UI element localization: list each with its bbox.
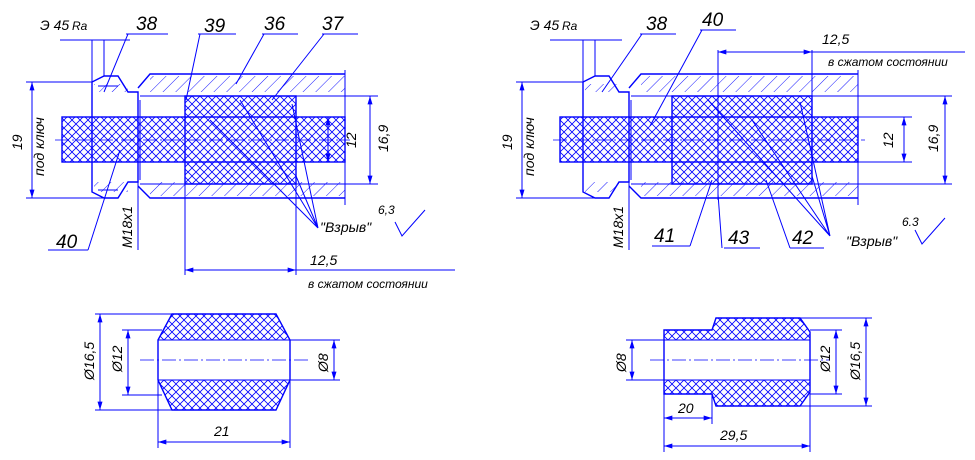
right-sleeve-top	[672, 96, 812, 117]
left-detail-length: 21	[213, 423, 230, 439]
right-chamfer-label: Э 45	[530, 17, 559, 33]
left-chamfer-label: Э 45	[40, 17, 69, 33]
right-detail-dia-mid: Ø12	[817, 345, 833, 373]
right-leader-explosion	[707, 99, 831, 237]
right-chamfer-symbol: Ra	[562, 19, 578, 33]
left-rod-40	[62, 117, 345, 162]
right-callout-43: 43	[728, 228, 750, 249]
left-nut-hatch-bottom	[94, 182, 128, 192]
left-roughness-mark	[394, 209, 426, 237]
right-detail-top-section	[664, 318, 810, 340]
right-detail-length: 29,5	[719, 427, 747, 443]
right-leader-38	[601, 33, 676, 93]
left-dim-12-5-text: 12,5	[310, 252, 337, 268]
left-dim-19-note: под ключ	[31, 117, 47, 176]
left-roughness-text: 6,3	[378, 203, 395, 217]
right-detail-step-length: 20	[677, 400, 694, 416]
leader-36	[235, 33, 298, 85]
left-callout-38: 38	[136, 14, 158, 35]
leader-40	[48, 149, 121, 251]
right-detail-dia-inner: Ø8	[613, 353, 629, 373]
left-detail-dia-mid: Ø12	[109, 345, 125, 373]
right-callout-41: 41	[654, 226, 675, 247]
right-leader-42	[765, 179, 824, 249]
right-dim-19-text: 19	[499, 134, 515, 150]
left-detail-dia-outer: Ø16,5	[81, 342, 97, 381]
right-body	[628, 73, 858, 199]
left-assembly-view	[26, 33, 455, 275]
right-dim-16-9-text: 16,9	[925, 125, 941, 152]
left-dim-16-9-text: 16,9	[375, 125, 391, 152]
right-detail-dia-outer: Ø16,5	[847, 342, 863, 381]
right-callout-42: 42	[792, 228, 814, 249]
right-callout-40: 40	[702, 10, 724, 31]
left-detail-bottom-section	[158, 380, 290, 410]
left-callout-39: 39	[204, 16, 226, 37]
right-detail-part	[626, 317, 872, 452]
right-roughness-text: 6.3	[902, 215, 919, 229]
left-callout-36: 36	[264, 14, 286, 35]
left-chamfer-symbol: Ra	[72, 19, 88, 33]
right-dim-12-text: 12	[880, 132, 896, 148]
right-compressed-note: в сжатом состоянии	[828, 55, 948, 69]
left-callout-37: 37	[322, 14, 345, 35]
right-dim-12-5-text: 12,5	[822, 31, 849, 47]
right-leader-40	[649, 29, 736, 127]
left-thread-text: M18x1	[119, 206, 135, 248]
left-nut-hatch-top	[94, 84, 128, 92]
leader-39	[185, 33, 236, 101]
right-assembly-view	[516, 29, 965, 250]
left-detail-dia-inner: Ø8	[315, 353, 331, 373]
right-dim-19-note: под ключ	[521, 117, 537, 176]
left-explosion-note: "Взрыв"	[320, 219, 372, 235]
left-dim-19-text: 19	[9, 134, 25, 150]
right-thread-text: M18x1	[610, 206, 626, 248]
left-body-hatch-top	[150, 76, 345, 92]
right-leader-41	[652, 179, 713, 247]
left-body	[137, 73, 345, 199]
right-leader-43	[717, 193, 760, 249]
right-roughness-mark	[914, 217, 946, 245]
leader-explosion	[209, 99, 319, 229]
leader-38	[103, 33, 168, 93]
left-detail-part	[95, 313, 340, 448]
right-sleeve-bottom	[672, 162, 812, 184]
right-callout-38: 38	[646, 14, 668, 35]
left-sleeve-top	[185, 96, 296, 117]
right-rod-40	[560, 117, 858, 162]
left-callout-40: 40	[56, 232, 78, 253]
right-detail-bottom-section	[664, 380, 810, 406]
left-compressed-note: в сжатом состоянии	[308, 277, 428, 291]
left-dim-12-text: 12	[343, 132, 359, 148]
left-detail-top-section	[158, 314, 290, 340]
right-explosion-note: "Взрыв"	[846, 233, 898, 249]
leader-37	[271, 33, 358, 101]
